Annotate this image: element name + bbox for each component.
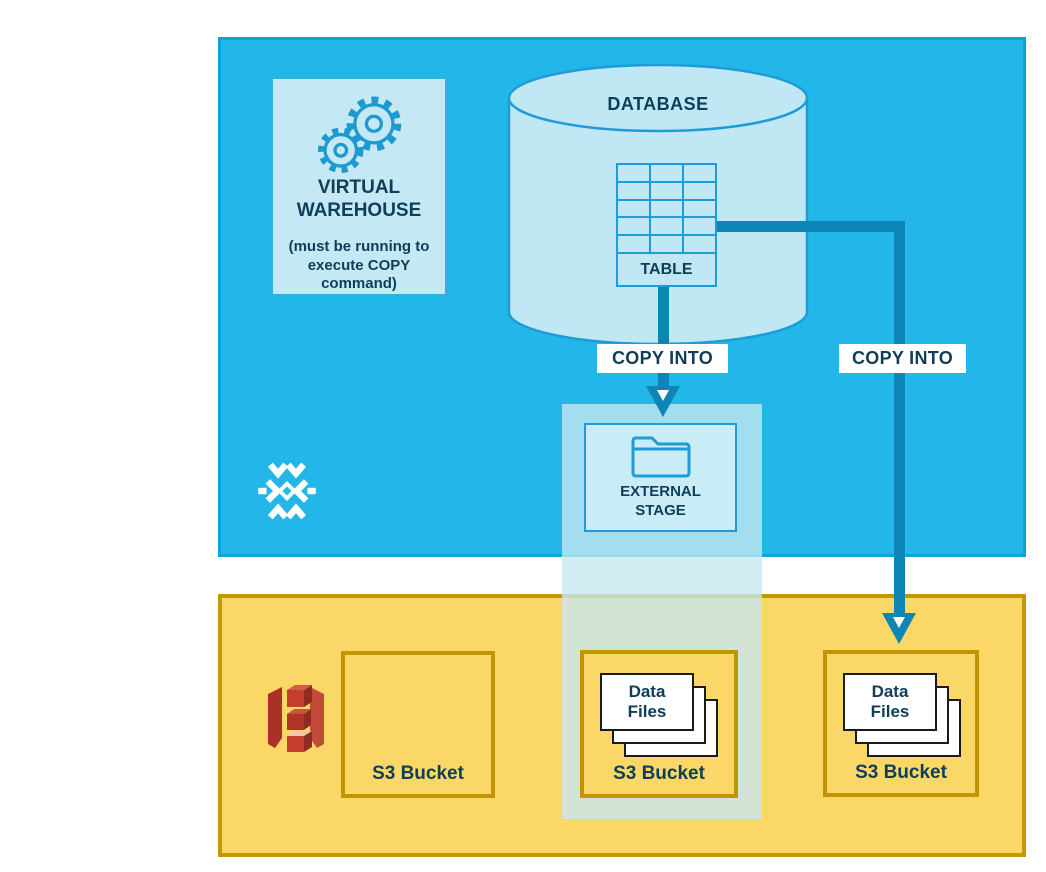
snowflake-logo-icon xyxy=(258,462,316,520)
connector-table-to-right xyxy=(717,221,905,232)
table-label: TABLE xyxy=(618,254,715,285)
down-arrow-icon-right xyxy=(882,613,916,644)
external-stage-box: EXTERNAL STAGE xyxy=(584,423,737,532)
s3-bucket-left: S3 Bucket xyxy=(341,651,495,798)
copy-into-label-left: COPY INTO xyxy=(597,344,728,373)
s3-bucket-right-label: S3 Bucket xyxy=(855,762,947,783)
data-file-card: Data Files xyxy=(600,673,694,731)
folder-icon xyxy=(631,436,690,478)
connector-right-vertical xyxy=(894,221,905,617)
external-stage-label: EXTERNAL STAGE xyxy=(620,483,701,519)
table-grid: TABLE xyxy=(616,163,717,287)
database-label: DATABASE xyxy=(607,94,709,114)
data-file-card: Data Files xyxy=(843,673,937,731)
data-files-label: Data Files xyxy=(870,682,910,721)
data-files-stack: Data Files xyxy=(843,673,967,765)
virtual-warehouse-box: VIRTUAL WAREHOUSE (must be running to ex… xyxy=(271,77,447,296)
data-files-stack: Data Files xyxy=(600,673,724,765)
virtual-warehouse-title: VIRTUAL WAREHOUSE xyxy=(296,177,422,221)
s3-bucket-left-label: S3 Bucket xyxy=(372,763,464,784)
s3-bucket-middle-label: S3 Bucket xyxy=(613,763,705,784)
virtual-warehouse-note: (must be running to execute COPY command… xyxy=(288,237,430,293)
down-arrow-icon-left xyxy=(646,386,680,417)
table-grid-cells xyxy=(618,165,715,252)
s3-bucket-right: Data Files S3 Bucket xyxy=(823,650,979,797)
copy-into-label-right: COPY INTO xyxy=(839,344,966,373)
data-files-label: Data Files xyxy=(627,682,667,721)
connector-left-vertical xyxy=(658,286,669,388)
s3-bucket-middle: Data Files S3 Bucket xyxy=(580,650,738,798)
aws-s3-icon xyxy=(268,685,324,752)
gears-icon xyxy=(317,96,402,174)
